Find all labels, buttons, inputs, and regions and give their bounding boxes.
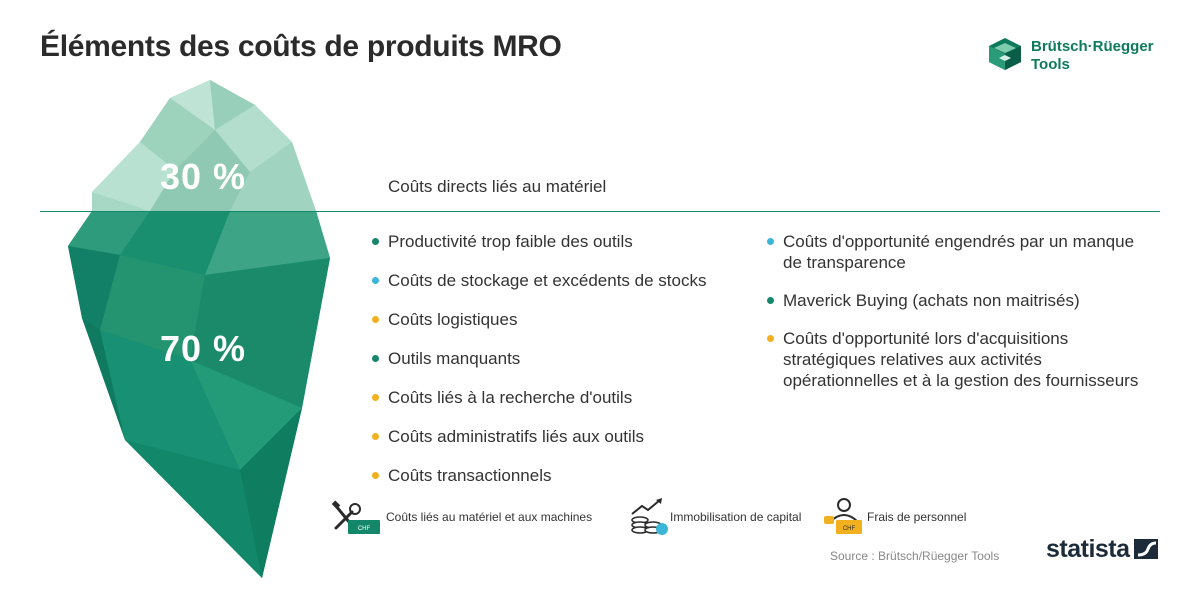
category-dot-orange	[767, 335, 774, 342]
list-item-label: Coûts administratifs liés aux outils	[388, 427, 645, 446]
chf-badge: CHF	[358, 526, 371, 532]
list-item-label: Outils manquants	[388, 349, 521, 368]
category-dot-green	[372, 355, 379, 362]
category-dot-blue	[767, 238, 774, 245]
legend-item-material: CHF Coûts liés au matériel et aux machin…	[330, 498, 630, 538]
below-water-percentage: 70 %	[160, 328, 247, 369]
list-item-label: Coûts d'opportunité lors d'acquisitions …	[783, 329, 1139, 390]
list-item-label: Coûts transactionnels	[388, 466, 552, 485]
category-dot-orange	[372, 394, 379, 401]
list-item: Productivité trop faible des outils	[372, 231, 706, 270]
hidden-costs-list-right: Coûts d'opportunité engendrés par un man…	[767, 231, 1147, 408]
list-item: Coûts liés à la recherche d'outils	[372, 387, 706, 426]
category-dot-orange	[372, 472, 379, 479]
legend-label: Coûts liés au matériel et aux machines	[386, 510, 593, 524]
coins-growth-icon	[631, 498, 668, 535]
list-item: Coûts de stockage et excédents de stocks	[372, 270, 706, 309]
category-dot-orange	[372, 433, 379, 440]
legend-item-personnel: CHF Frais de personnel	[822, 498, 982, 538]
brand-name: Brütsch·Rüegger	[1031, 38, 1154, 55]
brand-subname: Tools	[1031, 56, 1070, 73]
category-dot-orange	[372, 316, 379, 323]
list-item: Maverick Buying (achats non maitrisés)	[767, 290, 1147, 311]
person-chf-icon: CHF	[824, 498, 862, 534]
above-water-percentage: 30 %	[160, 156, 247, 197]
legend-label: Immobilisation de capital	[670, 510, 802, 524]
list-item-label: Coûts de stockage et excédents de stocks	[388, 271, 707, 290]
list-item: Outils manquants	[372, 348, 706, 387]
list-item-label: Coûts logistiques	[388, 310, 518, 329]
statista-logo[interactable]: statista	[1046, 535, 1166, 565]
iceberg-graphic	[68, 80, 330, 578]
category-dot-green	[767, 297, 774, 304]
category-dot-blue	[372, 277, 379, 284]
brand-logo: Brütsch·Rüegger Tools	[985, 34, 1175, 78]
list-item-label: Coûts liés à la recherche d'outils	[388, 388, 633, 407]
waterline-divider	[40, 211, 1160, 212]
legend-label: Frais de personnel	[867, 510, 967, 524]
direct-costs-label: Coûts directs liés au matériel	[388, 177, 607, 196]
brand-cube-logo-icon	[989, 38, 1021, 70]
legend-item-capital: Immobilisation de capital	[628, 498, 818, 538]
list-item: Coûts d'opportunité lors d'acquisitions …	[767, 328, 1147, 391]
tools-chf-icon: CHF	[331, 500, 380, 534]
list-item: Coûts administratifs liés aux outils	[372, 426, 706, 465]
statista-logo-icon	[1134, 539, 1158, 559]
list-item: Coûts transactionnels	[372, 465, 706, 504]
iceberg-tip	[92, 80, 316, 211]
list-item: Coûts d'opportunité engendrés par un man…	[767, 231, 1147, 273]
list-item: Coûts logistiques	[372, 309, 706, 348]
page-title: Éléments des coûts de produits MRO	[40, 30, 562, 63]
category-dot-green	[372, 238, 379, 245]
list-item-label: Productivité trop faible des outils	[388, 232, 633, 251]
source-note: Source : Brütsch/Rüegger Tools	[830, 549, 1000, 563]
iceberg-underwater	[68, 211, 330, 578]
chf-badge: CHF	[843, 526, 856, 532]
list-item-label: Coûts d'opportunité engendrés par un man…	[783, 232, 1135, 272]
hidden-costs-list-left: Productivité trop faible des outils Coût…	[372, 231, 706, 504]
list-item-label: Maverick Buying (achats non maitrisés)	[783, 291, 1080, 310]
statista-wordmark: statista	[1046, 535, 1130, 563]
